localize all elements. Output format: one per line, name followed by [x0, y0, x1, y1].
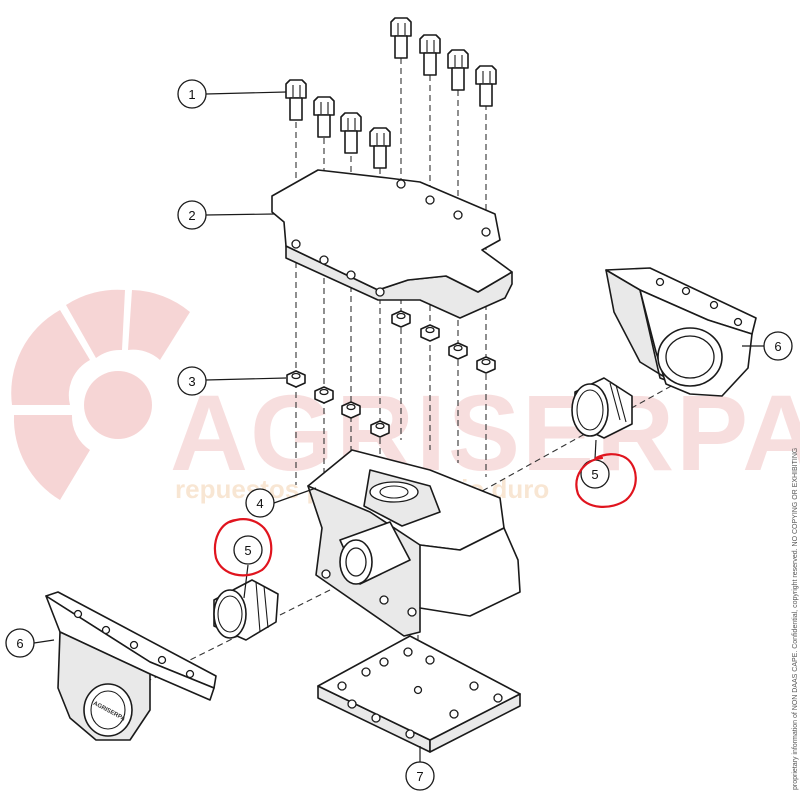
callout-6-right-label: 6	[774, 339, 781, 354]
bushing-right	[571, 377, 633, 439]
callout-2-label: 2	[188, 208, 195, 223]
nut	[420, 324, 440, 342]
bushing-left	[213, 579, 279, 641]
bolt	[285, 79, 307, 121]
callout-5-right-label: 5	[591, 467, 598, 482]
bolt	[419, 34, 441, 76]
top-plate	[271, 169, 513, 319]
callout-3-label: 3	[188, 374, 195, 389]
bearing-bracket-left: AGRISERPA	[45, 591, 217, 741]
callout-leaders	[33, 91, 764, 762]
callout-1-label: 1	[188, 87, 195, 102]
bolt	[340, 112, 362, 154]
callout-5-left-label: 5	[244, 543, 251, 558]
nut	[448, 342, 468, 360]
red-highlight-right	[575, 453, 637, 508]
bolt	[369, 127, 391, 169]
nut	[341, 401, 361, 419]
nut	[370, 420, 390, 438]
callout-4: 4	[245, 488, 275, 518]
main-housing	[307, 449, 521, 637]
copyright-side-note: proprietary information of NON DAAS CAPE…	[792, 448, 799, 790]
callout-4-label: 4	[256, 496, 263, 511]
nut	[476, 356, 496, 374]
bolt	[447, 49, 469, 91]
bolt	[390, 17, 412, 59]
bolts	[285, 17, 497, 169]
callout-6-right: 6	[763, 331, 793, 361]
callout-7: 7	[405, 761, 435, 791]
callout-6-left-label: 6	[16, 636, 23, 651]
nut	[286, 370, 306, 388]
callout-6-left: 6	[5, 628, 35, 658]
nut	[391, 310, 411, 328]
bolt	[313, 96, 335, 138]
callout-1: 1	[177, 79, 207, 109]
callout-7-label: 7	[416, 769, 423, 784]
nuts	[286, 310, 496, 438]
callout-5-left: 5	[233, 535, 263, 565]
callout-3: 3	[177, 366, 207, 396]
red-highlight-marks	[213, 453, 637, 577]
callout-2: 2	[177, 200, 207, 230]
bolt	[475, 65, 497, 107]
base-plate	[317, 635, 521, 753]
red-highlight-left	[213, 518, 273, 577]
nut	[314, 386, 334, 404]
watermark-logo-icon	[11, 289, 190, 500]
bearing-bracket-right	[605, 267, 757, 397]
